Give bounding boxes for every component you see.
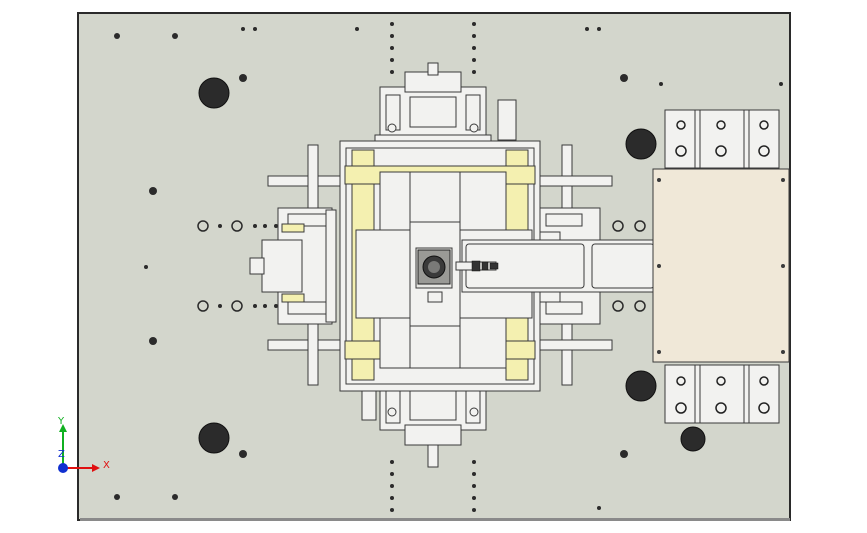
hole-column-right bbox=[472, 22, 476, 512]
small-holes bbox=[114, 27, 783, 510]
hole-row-left-dots bbox=[218, 224, 278, 308]
probe-tip bbox=[471, 260, 499, 272]
top-bracket-blocks bbox=[664, 109, 780, 169]
tan-plate-screws bbox=[657, 178, 785, 354]
gripper-head bbox=[417, 249, 451, 285]
hole-row-left bbox=[197, 220, 243, 312]
bottom-bracket-bolts bbox=[675, 376, 770, 414]
base-plate-shadow bbox=[80, 518, 790, 521]
transfer-arm bbox=[455, 239, 659, 293]
left-yellow-blocks bbox=[281, 223, 305, 303]
top-bracket-bolts bbox=[675, 120, 770, 157]
hole-row-right bbox=[612, 220, 646, 312]
y-axis-arrowhead bbox=[59, 424, 67, 432]
y-axis-label: Y bbox=[57, 416, 65, 427]
bottom-bracket-blocks bbox=[664, 364, 780, 424]
tan-mounting-plate bbox=[652, 168, 790, 363]
hole-column-left bbox=[390, 22, 394, 512]
top-cylinder-assembly bbox=[374, 62, 517, 146]
coordinate-triad: X Y Z bbox=[57, 416, 110, 473]
z-axis-label: Z bbox=[58, 449, 65, 460]
x-axis-arrowhead bbox=[92, 464, 100, 472]
z-axis-origin bbox=[58, 463, 68, 473]
x-axis-label: X bbox=[103, 460, 110, 471]
large-holes bbox=[198, 77, 706, 454]
left-clamp-assembly bbox=[249, 207, 337, 325]
